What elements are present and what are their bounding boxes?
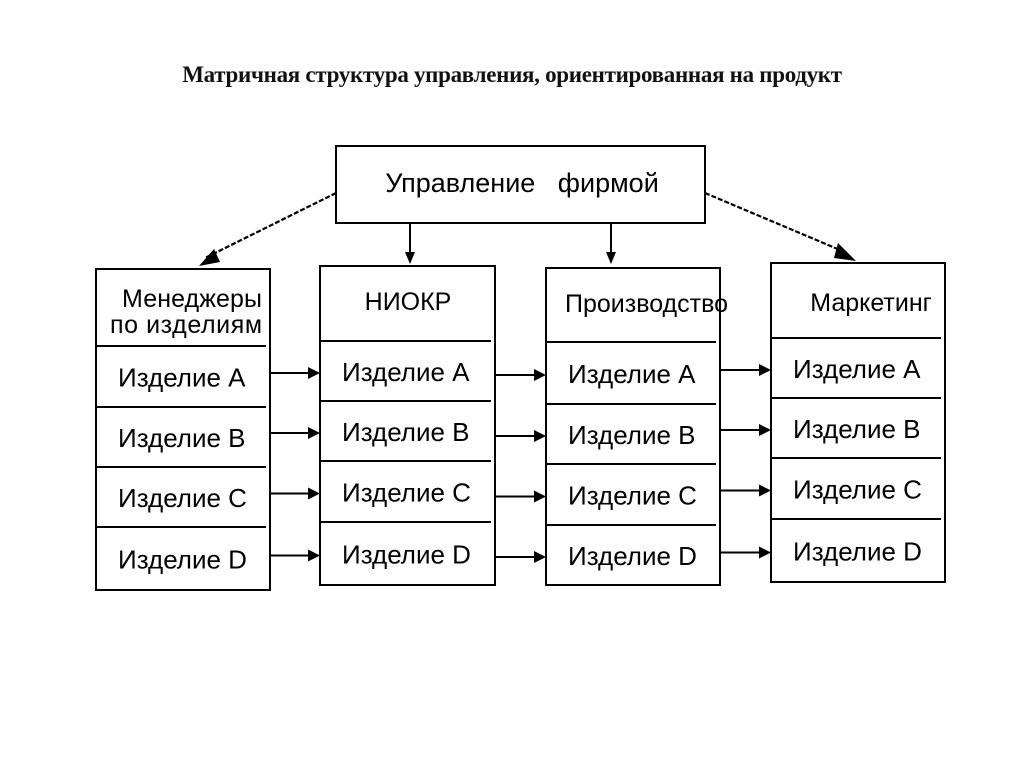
product-row-label: Изделие B	[793, 414, 921, 444]
arrowhead-icon	[534, 490, 546, 503]
arrowhead-icon	[308, 549, 320, 562]
product-row-label: Изделие C	[118, 483, 247, 513]
arrowhead-icon	[759, 484, 771, 497]
arrowhead-icon	[308, 367, 320, 379]
product-row-label: Изделие A	[342, 357, 470, 387]
arrowhead-to-marketing	[834, 243, 856, 261]
arrowhead-to-production	[606, 252, 616, 264]
column-header: по изделиям	[110, 311, 262, 339]
product-row-label: Изделие A	[118, 363, 246, 393]
product-row-label: Изделие B	[568, 420, 696, 450]
arrowhead-icon	[534, 551, 546, 563]
column-header: НИОКР	[365, 288, 452, 316]
arrowhead-to-product-managers	[199, 249, 220, 266]
column-header: Менеджеры	[122, 285, 262, 313]
product-row-label: Изделие D	[568, 541, 697, 571]
arrowhead-icon	[759, 364, 771, 376]
arrowhead-icon	[759, 546, 771, 559]
top-box-frame	[335, 145, 706, 224]
arrowhead-to-rnd	[405, 252, 415, 264]
connector-to-product-managers	[204, 192, 337, 259]
arrowhead-icon	[534, 430, 546, 442]
product-row-label: Изделие D	[118, 545, 247, 575]
top-box-firm-management: Управление фирмой	[335, 145, 706, 224]
connector-to-marketing	[704, 191, 841, 252]
diagram-title: Матричная структура управления, ориентир…	[182, 62, 842, 87]
product-row-label: Изделие A	[793, 354, 921, 384]
column-frame	[770, 262, 946, 583]
column-header: Маркетинг	[810, 289, 932, 317]
product-row-label: Изделие B	[342, 417, 470, 447]
top-connectors	[199, 191, 856, 266]
arrowhead-icon	[759, 424, 771, 436]
top-box-label: Управление фирмой	[385, 168, 659, 198]
arrowhead-icon	[308, 427, 320, 439]
column-frame	[95, 268, 271, 591]
product-row-label: Изделие B	[118, 423, 246, 453]
product-row-label: Изделие C	[568, 481, 697, 511]
column-header: Производство	[565, 290, 728, 318]
product-row-label: Изделие C	[793, 475, 922, 505]
column-frame	[545, 267, 721, 586]
product-row-label: Изделие C	[342, 478, 471, 508]
product-row-label: Изделие D	[793, 537, 922, 567]
column-rnd: НИОКР Изделие A Изделие B Изделие C Изделие …	[319, 265, 496, 586]
product-row-arrows	[270, 364, 771, 563]
product-row-label: Изделие A	[568, 359, 696, 389]
column-frame	[319, 265, 496, 586]
arrowhead-icon	[308, 487, 320, 500]
product-row-label: Изделие D	[342, 540, 471, 570]
arrowhead-icon	[534, 369, 546, 381]
